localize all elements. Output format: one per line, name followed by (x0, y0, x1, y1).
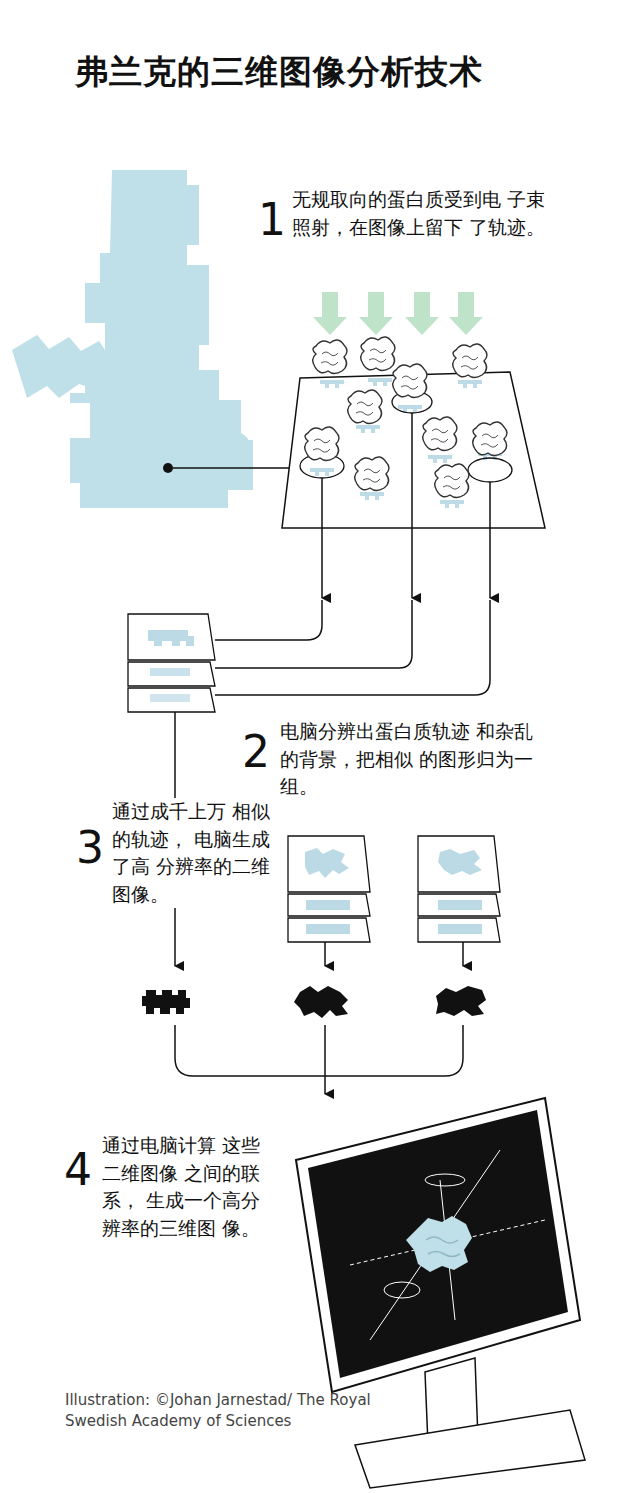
microscope (70, 170, 253, 508)
step-text: 通过成千上万 相似的轨迹， 电脑生成了高 分辨率的二维 图像。 (112, 798, 272, 908)
callout-number: 4 (64, 1148, 92, 1192)
callout-number: 2 (242, 730, 270, 774)
image-stack (288, 836, 500, 942)
step-text: 无规取向的蛋白质受到电 子束照射，在图像上留下 了轨迹。 (292, 186, 560, 241)
2d-image (142, 986, 486, 1018)
electron-beam (313, 292, 483, 335)
callout-number: 1 (258, 198, 286, 242)
proteins (305, 337, 507, 498)
step-text: 通过电脑计算 这些二维图像 之间的联系， 生成一个高分 辨率的三维图 像。 (102, 1132, 262, 1242)
computer (296, 1098, 585, 1488)
title: 弗兰克的三维图像分析技术 (75, 50, 483, 95)
image-stack (128, 614, 215, 712)
callout-number: 3 (76, 826, 104, 870)
caption: Illustration: ©Johan Jarnestad/ The Roya… (65, 1390, 425, 1432)
step-text: 电脑分辨出蛋白质轨迹 和杂乱的背景，把相似 的图形归为一组。 (280, 718, 538, 801)
